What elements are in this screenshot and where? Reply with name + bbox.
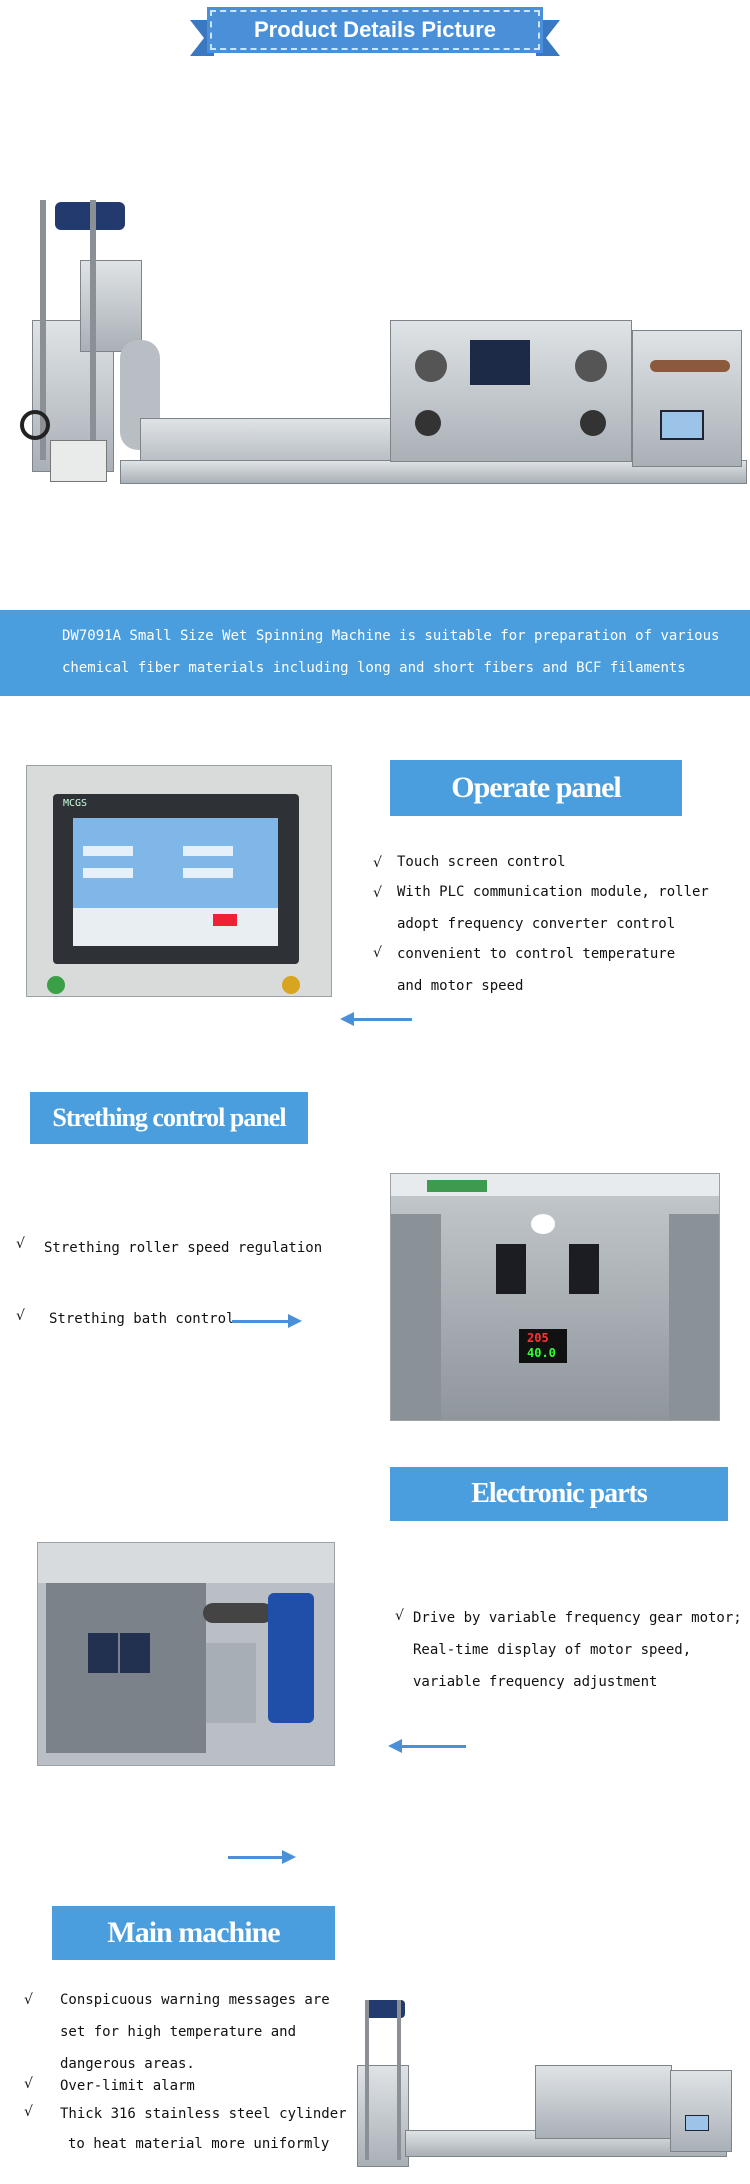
operate-item-4: convenient to control temperature [397,946,676,962]
intro-line-2: chemical fiber materials including long … [62,660,686,676]
check-mark: √ [373,855,382,871]
ribbon-left-tail [190,20,214,56]
intro-band: DW7091A Small Size Wet Spinning Machine … [0,610,750,696]
electronic-line-3: variable frequency adjustment [413,1674,658,1690]
main-machine-image [345,1995,735,2175]
arrow-left-icon [340,1012,412,1026]
header-ribbon: Product Details Picture [190,6,560,66]
arrow-right-icon [228,1850,296,1864]
electronic-line-1: Drive by variable frequency gear motor; [413,1610,742,1626]
check-mark: √ [395,1608,404,1624]
stretching-panel-title: Strething control panel [30,1092,308,1144]
electronic-parts-photo [37,1542,335,1766]
operate-item-5: and motor speed [397,978,524,994]
check-mark: √ [373,885,382,901]
check-mark: √ [24,1992,33,2008]
hero-machine-image [20,190,747,490]
electronic-line-2: Real-time display of motor speed, [413,1642,692,1658]
stretching-panel-photo: 205 40.0 [390,1173,720,1421]
display-top-value: 205 [527,1331,549,1345]
temperature-display: 205 40.0 [519,1329,567,1363]
arrow-left-icon [388,1739,466,1753]
check-mark: √ [16,1236,25,1252]
operate-item-3: adopt frequency converter control [397,916,676,932]
check-mark: √ [24,2076,33,2092]
screen-brand: MCGS [63,798,88,809]
check-mark: √ [373,945,382,961]
main-line-4: Over-limit alarm [60,2078,195,2094]
main-line-6: to heat material more uniformly [68,2136,330,2152]
main-line-5: Thick 316 stainless steel cylinder [60,2106,347,2122]
intro-line-1: DW7091A Small Size Wet Spinning Machine … [62,628,720,644]
electronic-parts-title: Electronic parts [390,1467,728,1521]
operate-panel-title: Operate panel [390,760,682,816]
display-bottom-value: 40.0 [527,1346,556,1360]
arrow-right-icon [232,1314,302,1328]
operate-item-2: With PLC communication module, roller [397,884,709,900]
main-line-3: dangerous areas. [60,2056,195,2072]
main-line-2: set for high temperature and [60,2024,297,2040]
operate-panel-photo: MCGS [26,765,332,997]
stretching-item-1: Strething roller speed regulation [44,1240,323,1256]
main-line-1: Conspicuous warning messages are [60,1992,330,2008]
page-title: Product Details Picture [207,7,543,53]
main-machine-title: Main machine [52,1906,335,1960]
ribbon-right-tail [536,20,560,56]
check-mark: √ [16,1308,25,1324]
stretching-item-2: Strething bath control [49,1311,235,1327]
operate-item-1: Touch screen control [397,854,566,870]
touch-screen [73,818,278,946]
check-mark: √ [24,2104,33,2120]
